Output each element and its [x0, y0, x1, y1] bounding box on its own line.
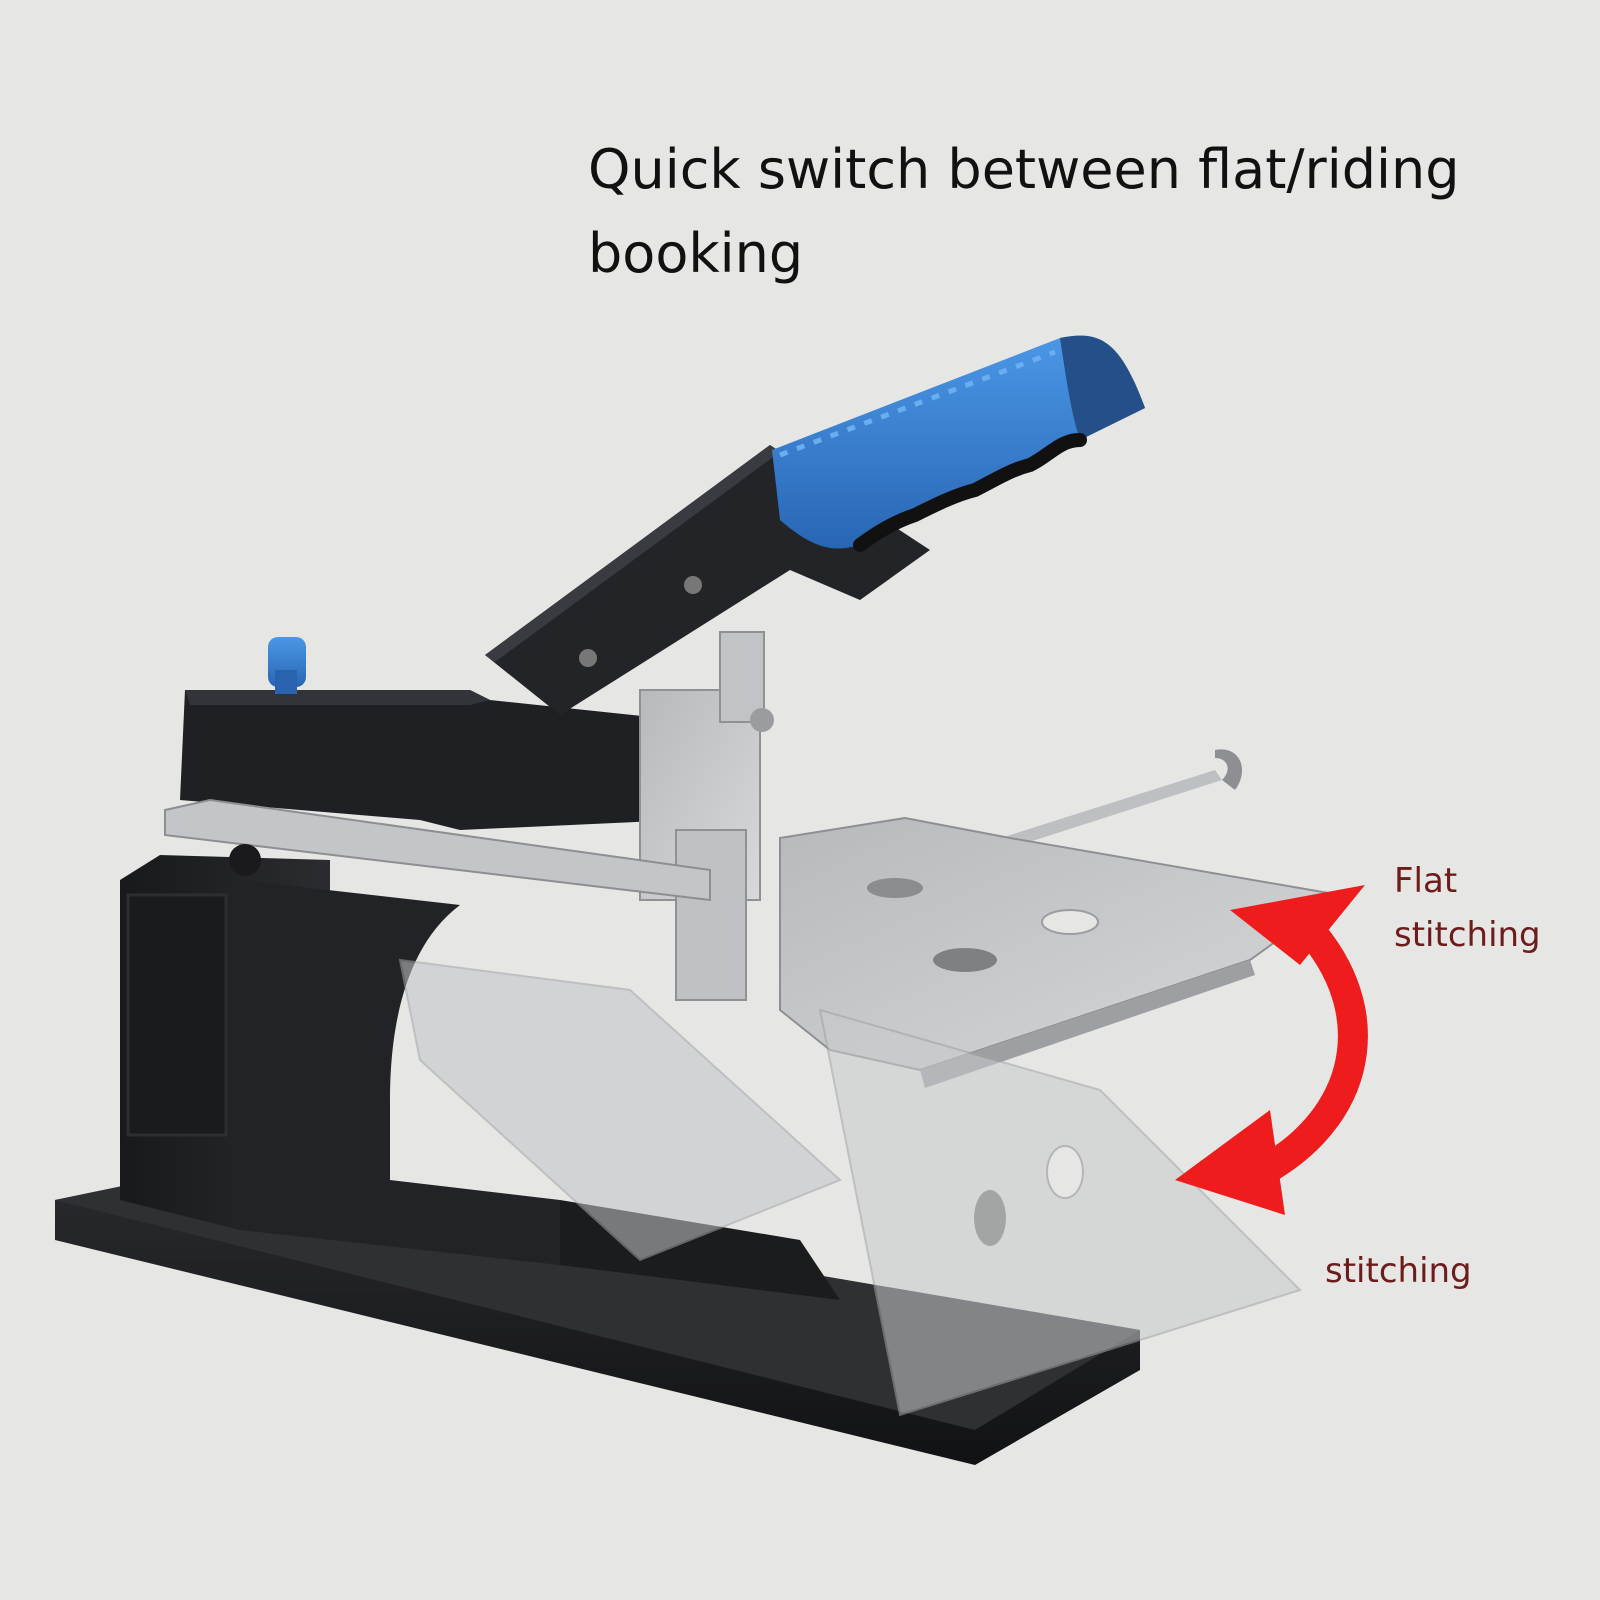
- saddle-stitching-table: [398, 958, 1302, 1417]
- flat-stitching-label: Flat stitching: [1394, 854, 1541, 962]
- saddle-stitching-label: stitching: [1325, 1244, 1472, 1298]
- flat-label-line-2: stitching: [1394, 915, 1541, 955]
- headline: Quick switch between flat/riding booking: [588, 128, 1488, 296]
- steel-mechanism: [579, 576, 774, 1001]
- blue-handle-grip: [772, 335, 1145, 552]
- mode-switch-knob: [268, 637, 306, 694]
- flat-label-line-1: Flat: [1394, 861, 1458, 901]
- stapler-head: [180, 690, 680, 830]
- headline-line-2: booking: [588, 222, 804, 285]
- saddle-label-text: stitching: [1325, 1251, 1472, 1291]
- flat-stitching-table: [779, 816, 1343, 1088]
- headline-line-1: Quick switch between flat/riding: [588, 138, 1460, 201]
- switch-direction-arrow: [1175, 885, 1368, 1215]
